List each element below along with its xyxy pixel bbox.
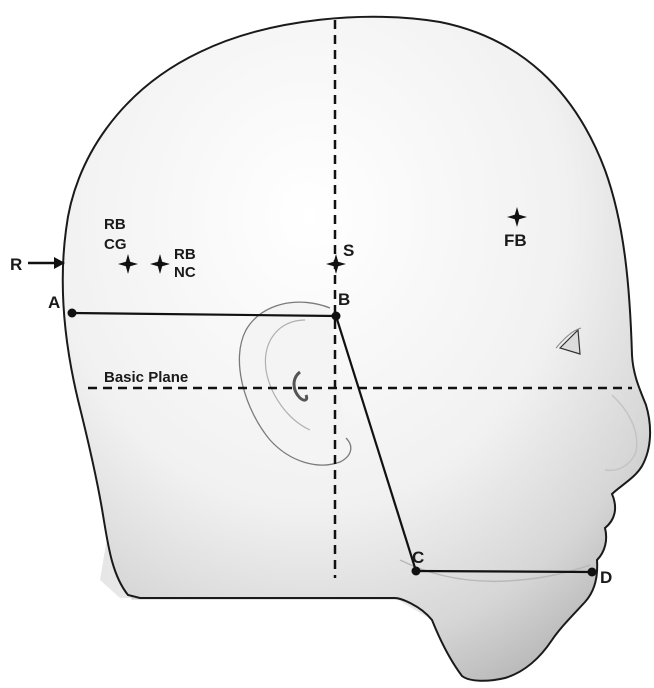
point-c (412, 567, 421, 576)
point-d (588, 568, 597, 577)
label-c: C (412, 548, 424, 567)
point-b (332, 312, 341, 321)
label-rb-cg-line2: CG (104, 236, 127, 253)
label-rb-cg-line1: RB (104, 216, 126, 233)
line-c-d (416, 571, 592, 572)
label-d: D (600, 568, 612, 587)
label-rb-nc-line2: NC (174, 264, 196, 281)
label-b: B (338, 290, 350, 309)
label-basic-plane: Basic Plane (104, 369, 188, 386)
label-a: A (48, 293, 60, 312)
label-r: R (10, 255, 22, 274)
label-fb: FB (504, 231, 527, 250)
point-a (68, 309, 77, 318)
label-rb-nc-line1: RB (174, 246, 196, 263)
label-s: S (343, 241, 354, 260)
